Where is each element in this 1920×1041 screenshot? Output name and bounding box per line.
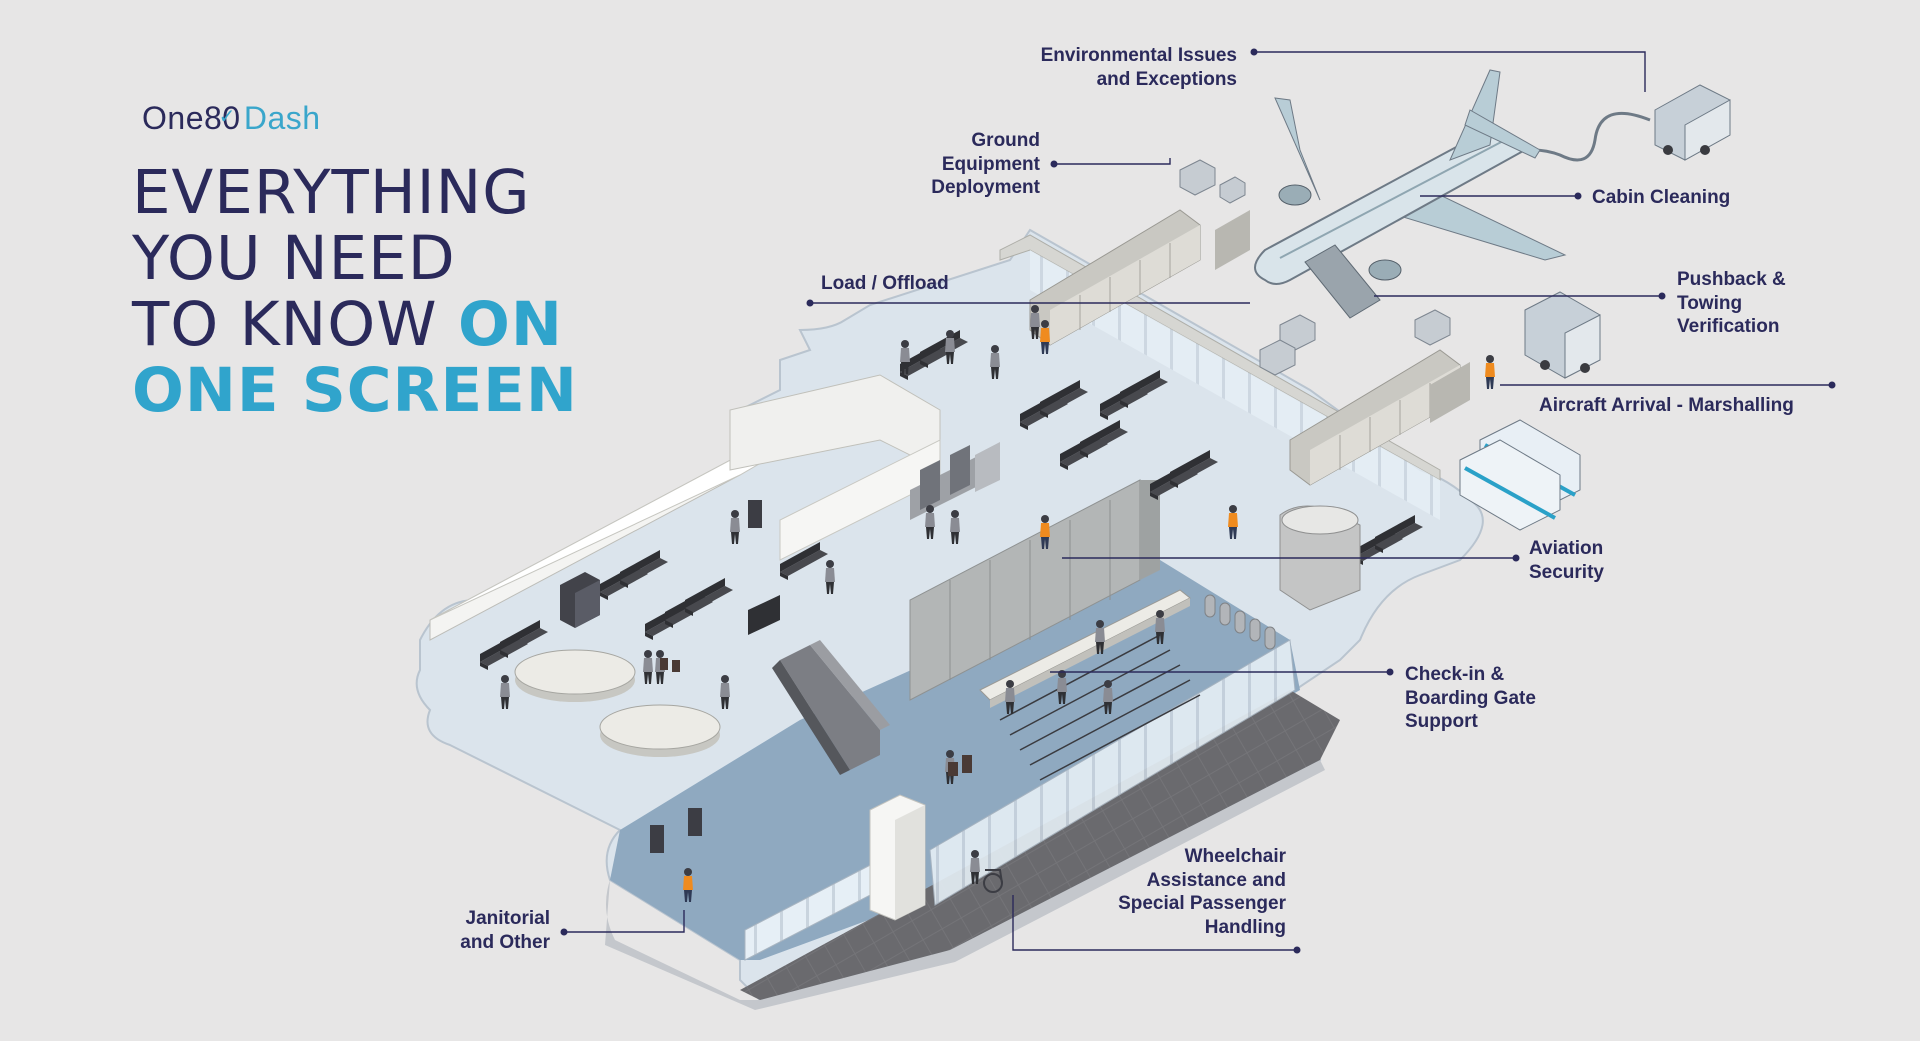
info-desks xyxy=(514,649,721,757)
checkin-counters xyxy=(979,589,1191,708)
headline-line-1: EVERYTHING xyxy=(132,157,531,228)
callout-janitorial: Janitorial and Other xyxy=(460,908,550,953)
headline-line-2: YOU NEED xyxy=(132,223,456,294)
service-pillar xyxy=(869,794,926,921)
queue-barriers xyxy=(999,634,1201,781)
headline-line-3b: ON xyxy=(458,289,563,360)
callout-ground-equipment: Ground Equipment Deployment xyxy=(931,130,1040,198)
callout-aviation-security: Aviation Security xyxy=(1529,538,1604,583)
checkmark-icon: ✓ xyxy=(218,106,236,128)
callout-cabin-cleaning: Cabin Cleaning xyxy=(1592,187,1731,208)
callout-marshalling: Aircraft Arrival - Marshalling xyxy=(1539,395,1794,416)
wheelchair-icon xyxy=(983,869,1003,893)
callout-wheelchair: Wheelchair Assistance and Special Passen… xyxy=(1118,846,1286,938)
headline-line-4: ONE SCREEN xyxy=(132,355,578,426)
callout-checkin: Check-in & Boarding Gate Support xyxy=(1405,664,1536,732)
callout-load-offload: Load / Offload xyxy=(821,273,949,294)
leader-lines xyxy=(564,51,1832,951)
main-hall-floor xyxy=(610,560,1300,960)
flight-info-board xyxy=(748,595,780,635)
boarding-bridge-1 xyxy=(1029,209,1250,346)
page-headline: EVERYTHING YOU NEED TO KNOW ON ONE SCREE… xyxy=(132,160,578,424)
central-block-panels xyxy=(949,500,1111,680)
engine-left xyxy=(1278,184,1312,206)
self-service-kiosks xyxy=(1204,594,1276,650)
airstair xyxy=(1304,244,1381,319)
brand-logo: One80✓ Dash xyxy=(142,100,321,137)
boarding-bridge-2 xyxy=(1289,349,1470,486)
cleaning-truck-icon xyxy=(1524,291,1601,379)
logo-text-primary: One80 xyxy=(142,100,241,136)
truck-icon xyxy=(1654,84,1731,161)
airplane-icon xyxy=(1254,69,1567,319)
luggage xyxy=(660,658,972,776)
tiled-walkway xyxy=(740,690,1340,1000)
callout-pushback: Pushback & Towing Verification xyxy=(1677,269,1786,337)
ground-vehicles xyxy=(1179,159,1451,376)
escalator xyxy=(772,640,890,775)
glass-curtain-wall xyxy=(929,639,1296,906)
inner-wall-left xyxy=(729,374,941,471)
bus-icon xyxy=(1459,419,1581,531)
vending-machine xyxy=(560,572,600,628)
security-area xyxy=(910,442,1000,520)
inner-wall-back xyxy=(779,439,941,561)
airplane-wing-left xyxy=(1274,97,1321,201)
headline-line-3a: TO KNOW xyxy=(132,289,459,360)
engine-right xyxy=(1368,259,1402,281)
central-block-wall-side xyxy=(1140,480,1160,580)
callout-environmental: Environmental Issues and Exceptions xyxy=(1040,45,1237,90)
restroom-doors xyxy=(650,500,762,853)
headline-line-3: TO KNOW ON xyxy=(132,292,578,358)
leader-dots xyxy=(560,48,1836,954)
logo-text-accent: Dash xyxy=(243,100,321,136)
